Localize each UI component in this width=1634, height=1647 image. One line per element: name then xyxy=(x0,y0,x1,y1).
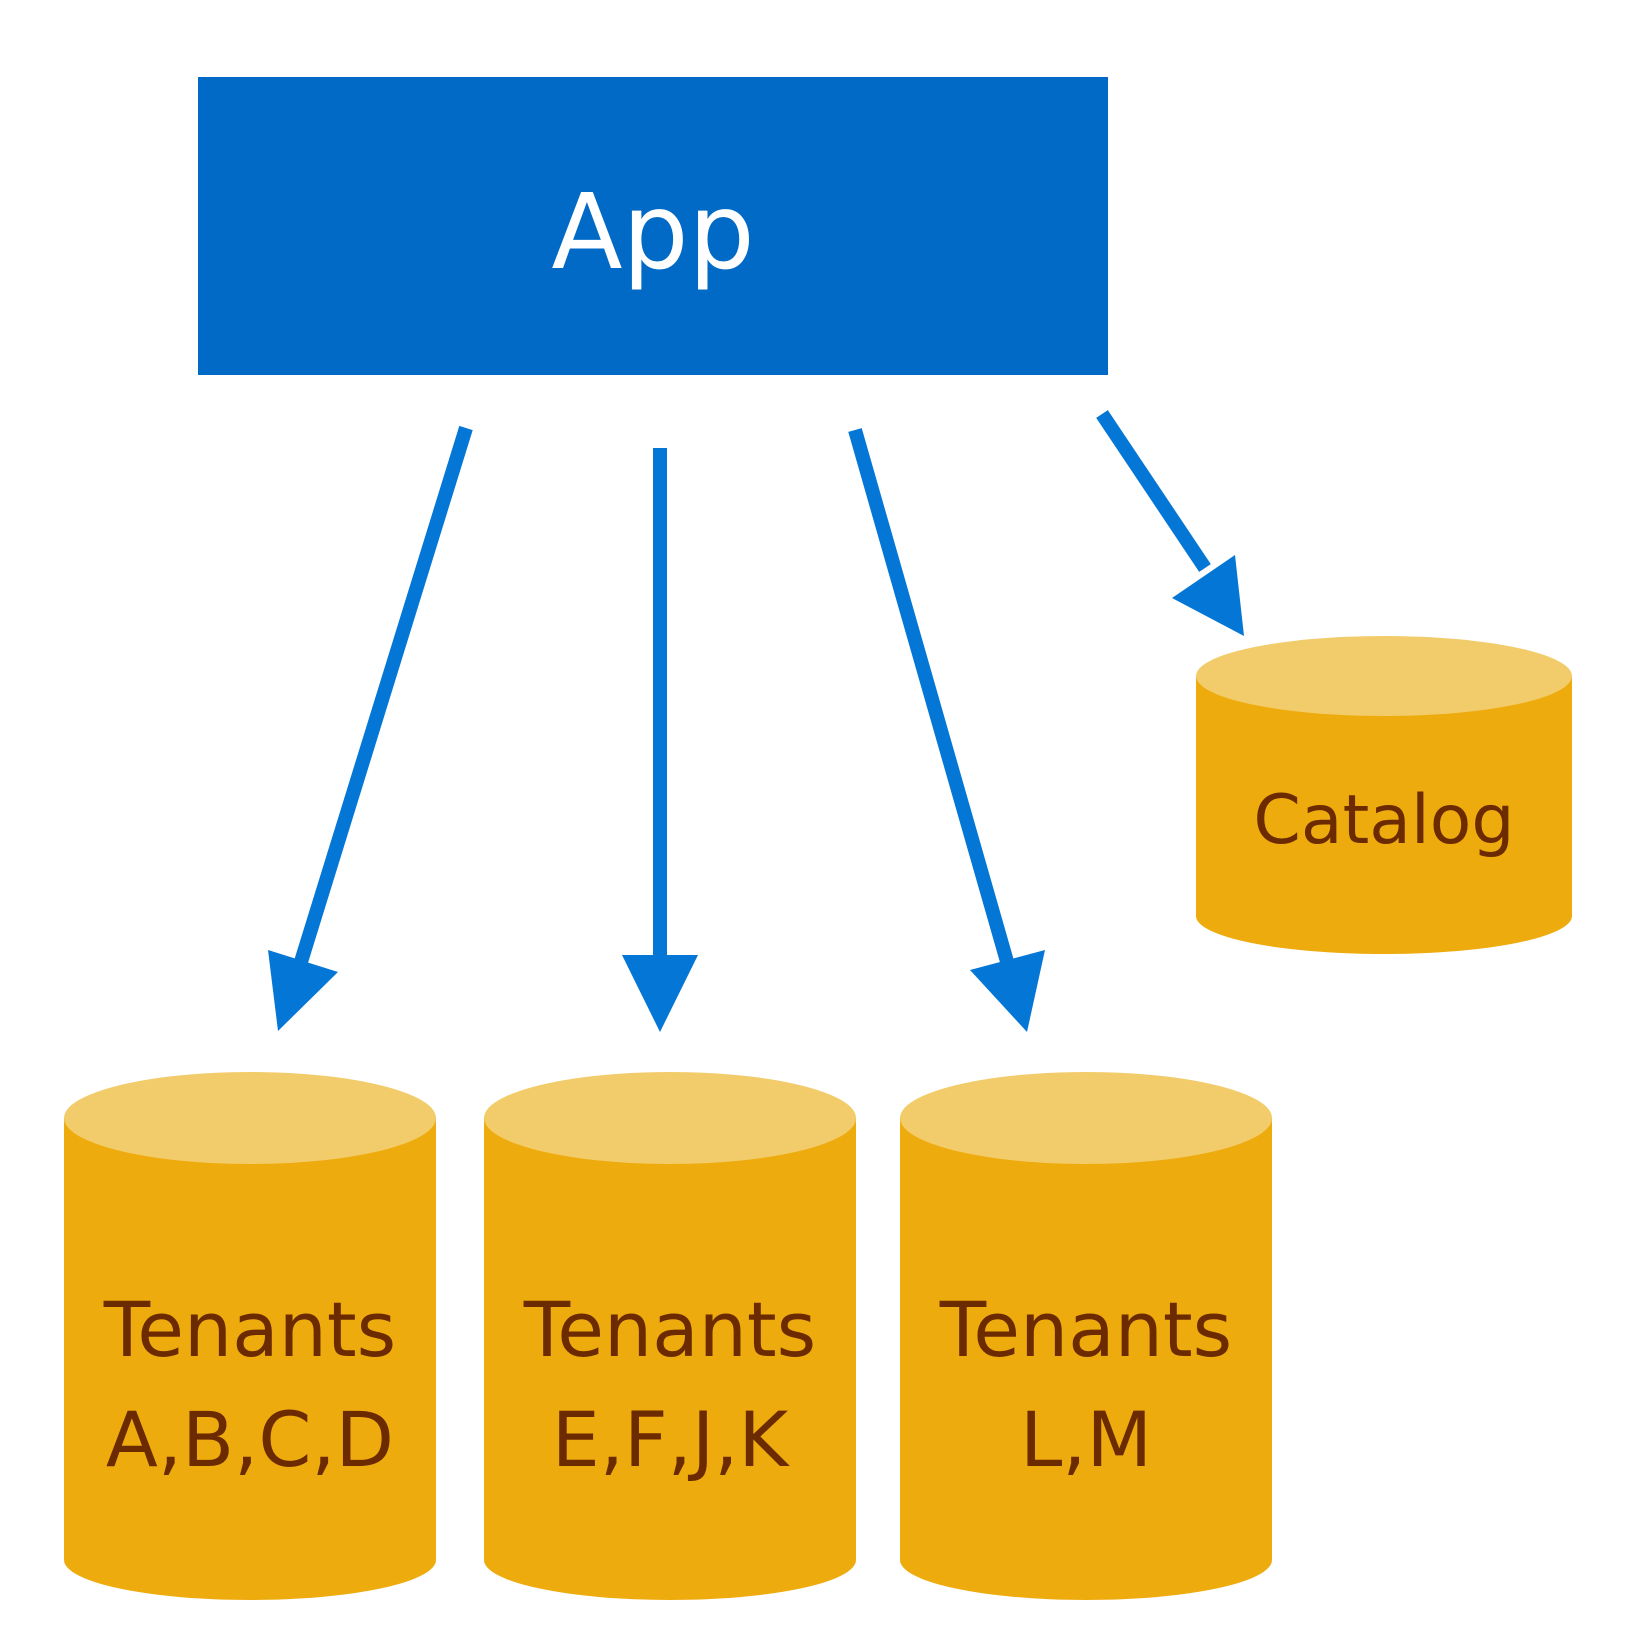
app-node: App xyxy=(198,77,1108,375)
app-label: App xyxy=(551,171,754,293)
tenant-db-body xyxy=(484,1118,856,1600)
tenant-db-label-line2: L,M xyxy=(1020,1395,1152,1484)
tenant-db-3: Tenants L,M xyxy=(900,1072,1272,1600)
arrow-to-tenants-2 xyxy=(622,448,698,1032)
catalog-db-body xyxy=(1196,676,1572,954)
arrow-shaft xyxy=(848,428,1015,967)
arrow-shaft xyxy=(1096,410,1211,572)
tenant-db-label-line1: Tenants xyxy=(103,1285,397,1374)
tenant-db-label-line1: Tenants xyxy=(523,1285,817,1374)
tenant-db-top xyxy=(64,1072,436,1164)
arrow-to-catalog xyxy=(1096,410,1244,636)
arrow-head xyxy=(268,950,338,1031)
catalog-label: Catalog xyxy=(1253,781,1514,860)
connection-arrows xyxy=(268,410,1244,1032)
arrow-to-tenants-3 xyxy=(848,428,1045,1032)
tenant-db-body xyxy=(900,1118,1272,1600)
tenant-db-label-line2: A,B,C,D xyxy=(106,1395,394,1484)
arrow-to-tenants-1 xyxy=(268,425,473,1031)
tenant-db-label-line2: E,F,J,K xyxy=(552,1395,791,1484)
tenant-db-top xyxy=(484,1072,856,1164)
tenant-db-body xyxy=(64,1118,436,1600)
arrow-head xyxy=(622,955,698,1032)
tenant-db-label-line1: Tenants xyxy=(939,1285,1233,1374)
arrow-head xyxy=(970,950,1045,1032)
tenant-db-2: Tenants E,F,J,K xyxy=(484,1072,856,1600)
arrow-shaft xyxy=(293,425,473,968)
tenant-db-1: Tenants A,B,C,D xyxy=(64,1072,436,1600)
arrow-head xyxy=(1172,555,1244,636)
app-box xyxy=(198,77,1108,375)
tenant-db-top xyxy=(900,1072,1272,1164)
catalog-db-top xyxy=(1196,636,1572,716)
catalog-db: Catalog xyxy=(1196,636,1572,954)
